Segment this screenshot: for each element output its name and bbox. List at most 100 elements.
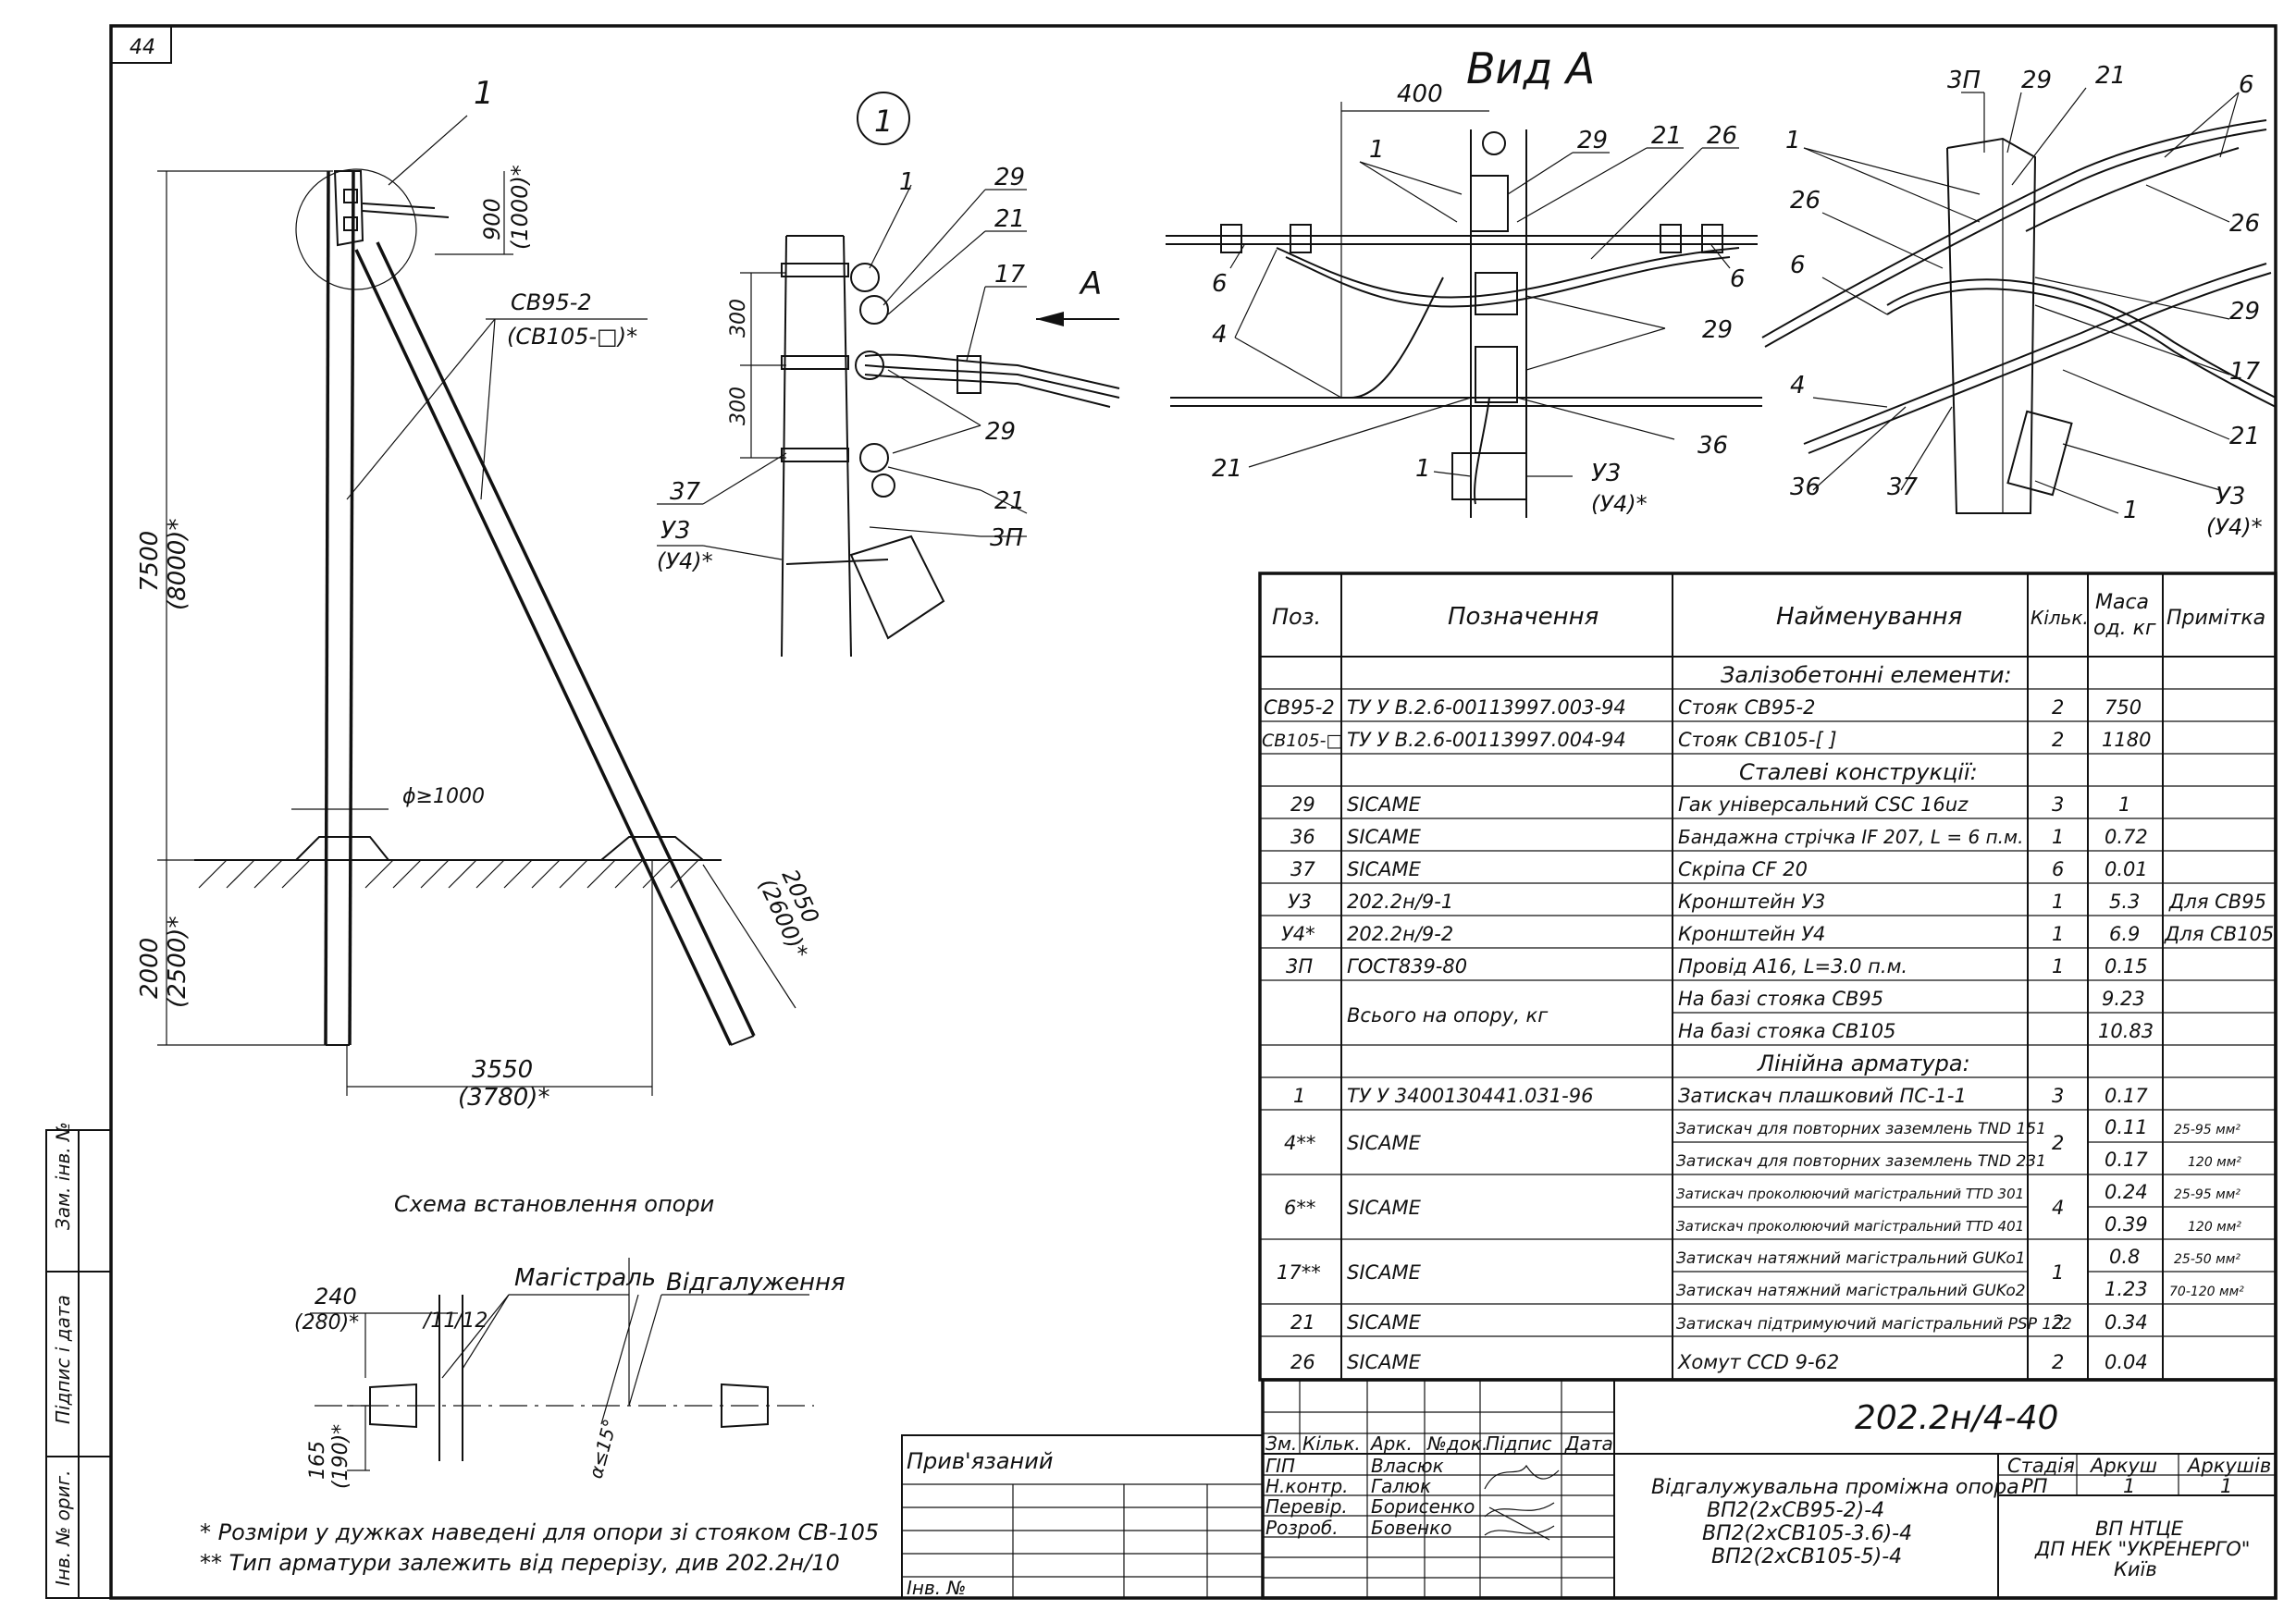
cell: 9.23 xyxy=(2102,988,2145,1010)
cell: Затискач для повторних заземлень TND 151 xyxy=(1676,1120,2046,1138)
title-line-1: Відгалужувальна проміжна опора xyxy=(1651,1476,2019,1499)
detail-callout-29b: 29 xyxy=(985,418,1016,446)
cell: Затискач для повторних заземлень TND 231 xyxy=(1676,1152,2046,1171)
view-a-callout-u3: У3 xyxy=(1591,460,1621,487)
detail-dim-1: 300 xyxy=(727,299,750,338)
iso-callout-1b: 1 xyxy=(2123,497,2139,524)
section-steel: Сталеві конструкції: xyxy=(1739,759,1978,785)
cell: Затискач натяжний магістральний GUKo1 xyxy=(1676,1249,2026,1268)
fittings-rows: 1 ТУ У 3400130441.031-96 Затискач плашко… xyxy=(1277,1085,2244,1373)
note-2: ** Тип арматури залежить від перерізу, д… xyxy=(200,1550,840,1576)
detail-callout-17: 17 xyxy=(994,261,1026,289)
cell: 1 xyxy=(2052,891,2064,913)
wire-scheme: 240 (280)* 165 (190)* /11 /12 Магістраль… xyxy=(294,1258,846,1489)
iso-callout-26b: 26 xyxy=(2229,210,2260,238)
dim-pit: ϕ≥1000 xyxy=(402,785,485,808)
org-1: ВП НТЦЕ xyxy=(2095,1518,2184,1540)
iso-callout-21b: 21 xyxy=(2229,423,2260,450)
cell: 0.11 xyxy=(2105,1116,2148,1138)
hdr-poz: Поз. xyxy=(1272,604,1321,630)
detail-callout-21b: 21 xyxy=(994,487,1025,515)
callout-1: 1 xyxy=(474,75,494,112)
cell: Кронштейн У3 xyxy=(1678,891,1825,913)
cell: 1 xyxy=(2052,923,2064,945)
iso-callout-29b: 29 xyxy=(2229,298,2260,326)
title-line-4: ВП2(2хСВ105-5)-4 xyxy=(1711,1545,1902,1568)
cell: 750 xyxy=(2105,696,2142,719)
view-a-callout-29: 29 xyxy=(1577,127,1608,154)
cell: СВ95-2 xyxy=(1264,696,1335,719)
side-strip: Зам. інв. № Підпис і дата Інв. № ориг. xyxy=(45,1122,112,1599)
cell: 2 xyxy=(2052,1311,2064,1334)
cell: 3П xyxy=(1286,955,1313,977)
cell: SICAME xyxy=(1347,1132,1422,1154)
iso-callout-1: 1 xyxy=(1785,127,1801,154)
cell: Затискач плашковий ПС-1-1 xyxy=(1678,1085,1967,1107)
org-2: ДП НЕК "УКРЕНЕРГО" xyxy=(2034,1538,2250,1560)
cell: Стояк СВ95-2 xyxy=(1678,696,1815,719)
cell: 1.23 xyxy=(2105,1278,2148,1300)
hdr-naim: Найменування xyxy=(1776,603,1962,631)
cell: Затискач натяжний магістральний GUKo2 xyxy=(1676,1282,2026,1300)
cell: 0.8 xyxy=(2109,1246,2140,1268)
scheme-d1: 240 xyxy=(315,1284,357,1309)
cell: 0.17 xyxy=(2105,1085,2148,1107)
cell: 2 xyxy=(2052,1132,2064,1154)
iso-callout-u3: У3 xyxy=(2216,483,2245,510)
cell: Провід А16, L=3.0 п.м. xyxy=(1678,955,1907,977)
cell: 21 xyxy=(1290,1311,1315,1334)
cell: 0.01 xyxy=(2105,858,2148,880)
cell: 5.3 xyxy=(2109,891,2140,913)
iso-callout-6: 6 xyxy=(2239,71,2254,99)
iso-callout-37: 37 xyxy=(1887,473,1919,501)
dim-height: 7500 xyxy=(136,531,164,592)
cell: 0.15 xyxy=(2105,955,2148,977)
tb-hdr-kilk: Кільк. xyxy=(1302,1432,1361,1455)
cell: 36 xyxy=(1290,826,1315,848)
scheme-d2-b: (190)* xyxy=(329,1424,352,1489)
view-a-callout-6a: 6 xyxy=(1212,270,1228,298)
name-borysenko: Борисенко xyxy=(1371,1495,1475,1518)
cell: 17** xyxy=(1277,1261,1321,1284)
role-nkontr: Н.контр. xyxy=(1265,1475,1349,1497)
cell: 202.2н/9-1 xyxy=(1347,891,1453,913)
name-haliuk: Галюк xyxy=(1371,1475,1431,1497)
cell: Всього на опору, кг xyxy=(1347,1004,1549,1027)
cell: SICAME xyxy=(1347,1197,1422,1219)
view-a-drawing: Вид А 400 xyxy=(1166,43,1762,518)
cell: Стояк СВ105-[ ] xyxy=(1678,729,1837,751)
tb-hdr-ark: Арк. xyxy=(1369,1432,1413,1455)
role-gip: ГІП xyxy=(1265,1455,1295,1477)
view-a-callout-36: 36 xyxy=(1697,432,1728,460)
cell: 1 xyxy=(2052,826,2064,848)
sheet-val: 1 xyxy=(2123,1475,2135,1497)
cell: Скріпа CF 20 xyxy=(1678,858,1808,880)
scheme-l2: /12 xyxy=(453,1309,488,1333)
title-line-3: ВП2(2хСВ105-3.6)-4 xyxy=(1702,1522,1912,1545)
cell: 120 мм² xyxy=(2188,1155,2241,1170)
cell: СВ105-□ xyxy=(1262,731,1342,751)
role-rozrob: Розроб. xyxy=(1265,1517,1339,1539)
isometric-view: 3П 29 21 6 1 26 26 6 29 4 17 21 36 37 1 … xyxy=(1761,62,2277,540)
iso-callout-4: 4 xyxy=(1790,372,1806,400)
iso-callout-26a: 26 xyxy=(1790,187,1821,215)
cell: 0.34 xyxy=(2105,1311,2148,1334)
pole-installation-drawing: 7500 (8000)* 2000 (2500)* 900 (1000)* 35… xyxy=(136,75,824,1217)
cell: ТУ У В.2.6-00113997.004-94 xyxy=(1347,729,1626,751)
cell: Затискач проколюючий магістральний TTD 4… xyxy=(1676,1218,2024,1235)
detail-callout-u3: У3 xyxy=(660,517,690,545)
hdr-pozn: Позначення xyxy=(1448,603,1599,631)
cell: 0.17 xyxy=(2105,1149,2148,1171)
cell: На базі стояка СВ95 xyxy=(1678,988,1883,1010)
view-a-callout-1: 1 xyxy=(1369,136,1385,164)
sheets-hdr: Аркушів xyxy=(2186,1455,2271,1477)
cell: 29 xyxy=(1290,793,1315,816)
cell: 37 xyxy=(1290,858,1315,880)
cell: На базі стояка СВ105 xyxy=(1678,1020,1895,1042)
cell: 26 xyxy=(1290,1351,1315,1373)
cell: 10.83 xyxy=(2098,1020,2154,1042)
detail-callout-1: 1 xyxy=(899,168,915,196)
dim-top: 900 xyxy=(479,198,505,240)
role-perevir: Перевір. xyxy=(1265,1495,1348,1518)
